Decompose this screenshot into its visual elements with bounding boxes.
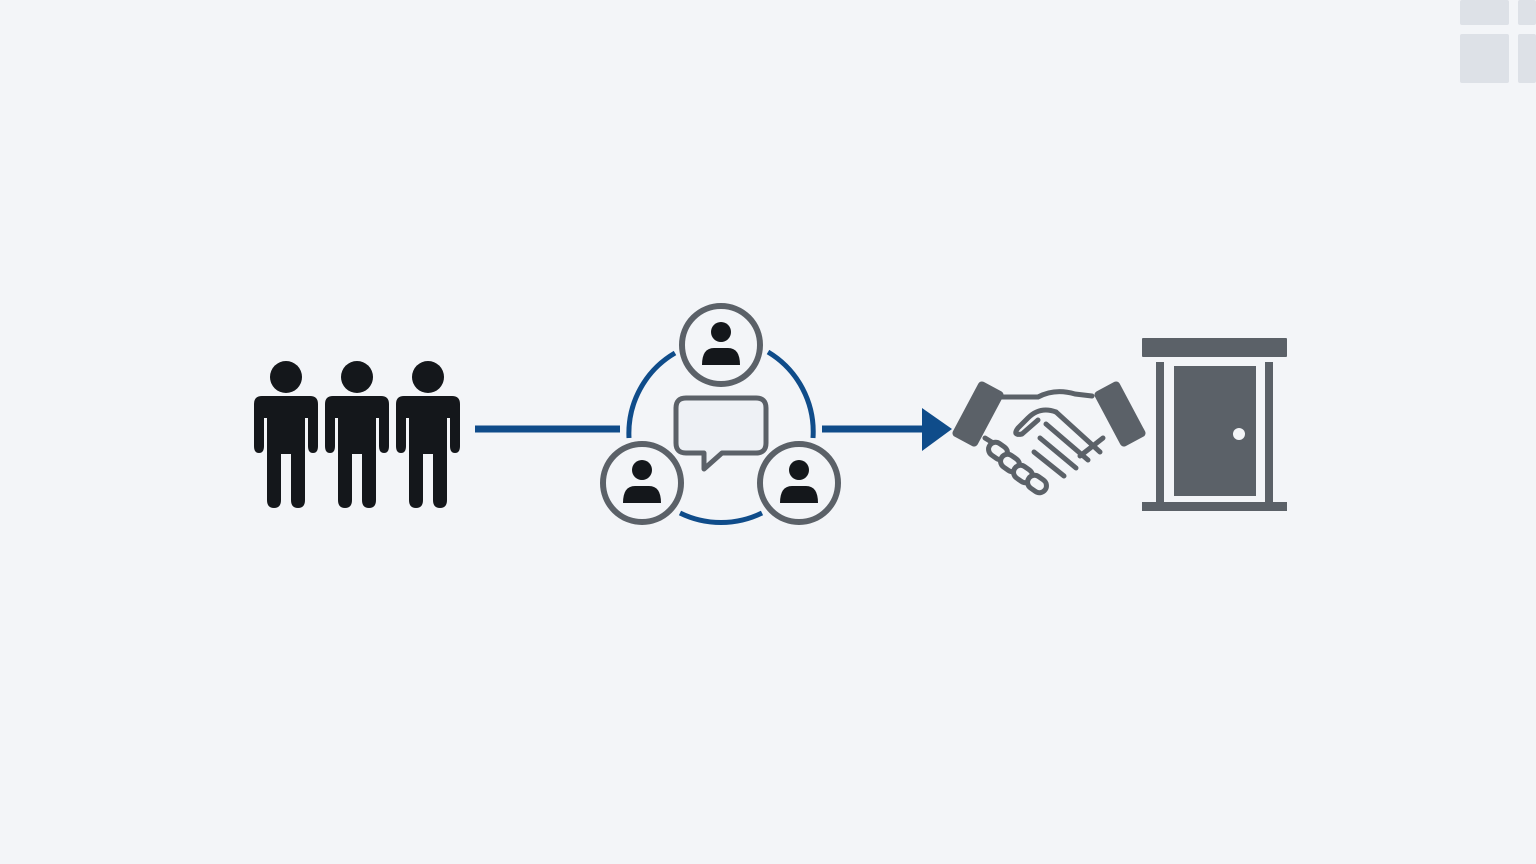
person-icon	[254, 361, 318, 508]
discussion-ring	[626, 349, 816, 525]
door-frame-right	[1265, 362, 1273, 503]
corner-tiles	[1460, 0, 1536, 83]
door-lintel	[1142, 338, 1287, 357]
participant-avatar-icon	[603, 444, 681, 522]
door-threshold	[1142, 502, 1287, 511]
three-people-icon	[254, 361, 460, 508]
discussion-circle-icon	[603, 306, 838, 523]
corner-tile	[1518, 0, 1536, 25]
corner-tile	[1460, 34, 1509, 83]
door-knob	[1233, 428, 1245, 440]
participant-avatar-icon	[682, 306, 760, 384]
handshake-icon	[952, 381, 1146, 496]
participant-avatar-icon	[760, 444, 838, 522]
corner-tile	[1460, 0, 1509, 25]
door-icon	[1142, 338, 1287, 511]
person-icon	[396, 361, 460, 508]
speech-bubble-icon	[673, 395, 769, 472]
door-frame-left	[1156, 362, 1164, 503]
connector-arrow	[822, 408, 952, 451]
person-icon	[325, 361, 389, 508]
corner-tile	[1518, 34, 1536, 83]
